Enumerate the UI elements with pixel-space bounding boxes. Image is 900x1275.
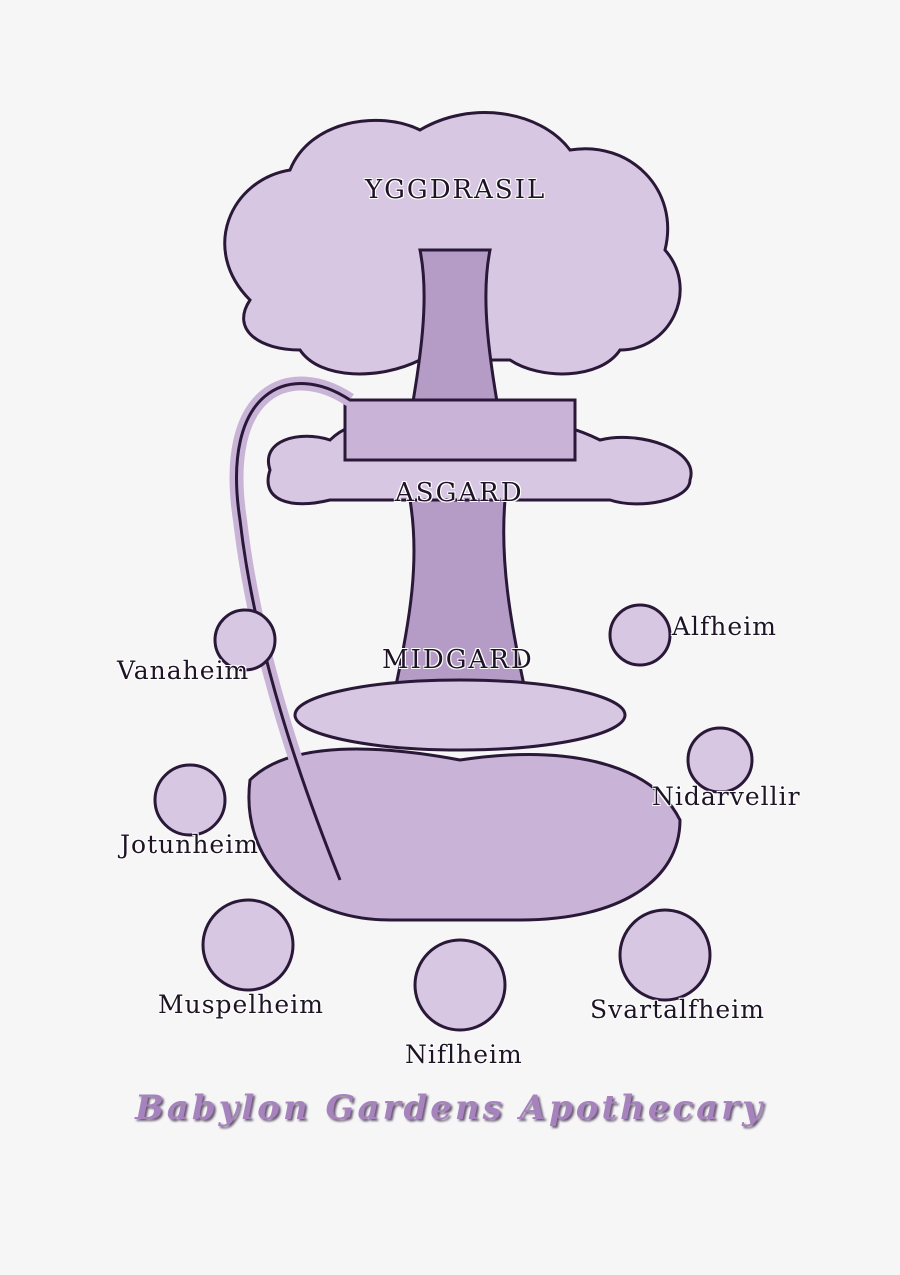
label-vanaheim: Vanaheim [117,656,250,685]
label-asgard: ASGARD [395,478,524,508]
label-svartalfheim: Svartalfheim [590,995,765,1024]
label-midgard: MIDGARD [382,645,534,675]
label-muspelheim: Muspelheim [158,990,324,1019]
label-jotunheim: Jotunheim [120,830,259,859]
brand-footer: Babylon Gardens Apothecary [135,1088,765,1128]
label-niflheim: Niflheim [405,1040,523,1069]
title-yggdrasil: YGGDRASIL [365,175,547,205]
label-nidarvellir: Nidarvellir [652,782,801,811]
label-alfheim: Alfheim [672,612,777,641]
